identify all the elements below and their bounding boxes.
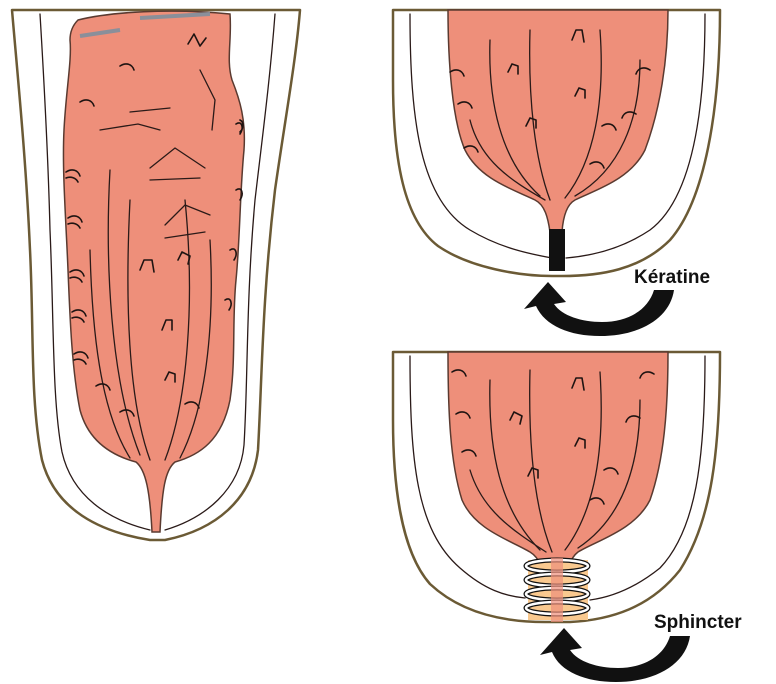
keratin-arrow-group: Kératine bbox=[524, 267, 710, 336]
top-right-teat-keratin bbox=[393, 10, 720, 276]
top-right-inner-tissue bbox=[448, 10, 668, 232]
curved-arrow-icon bbox=[524, 282, 674, 336]
bottom-right-inner-tissue bbox=[448, 352, 668, 590]
sphincter-label: Sphincter bbox=[654, 612, 742, 633]
keratin-label: Kératine bbox=[634, 267, 710, 288]
bottom-right-teat-sphincter bbox=[393, 352, 720, 622]
sphincter-rings-icon bbox=[526, 558, 588, 622]
keratin-plug-icon bbox=[549, 229, 565, 271]
curved-arrow-icon bbox=[540, 628, 690, 682]
left-teat-illustration bbox=[12, 10, 300, 540]
